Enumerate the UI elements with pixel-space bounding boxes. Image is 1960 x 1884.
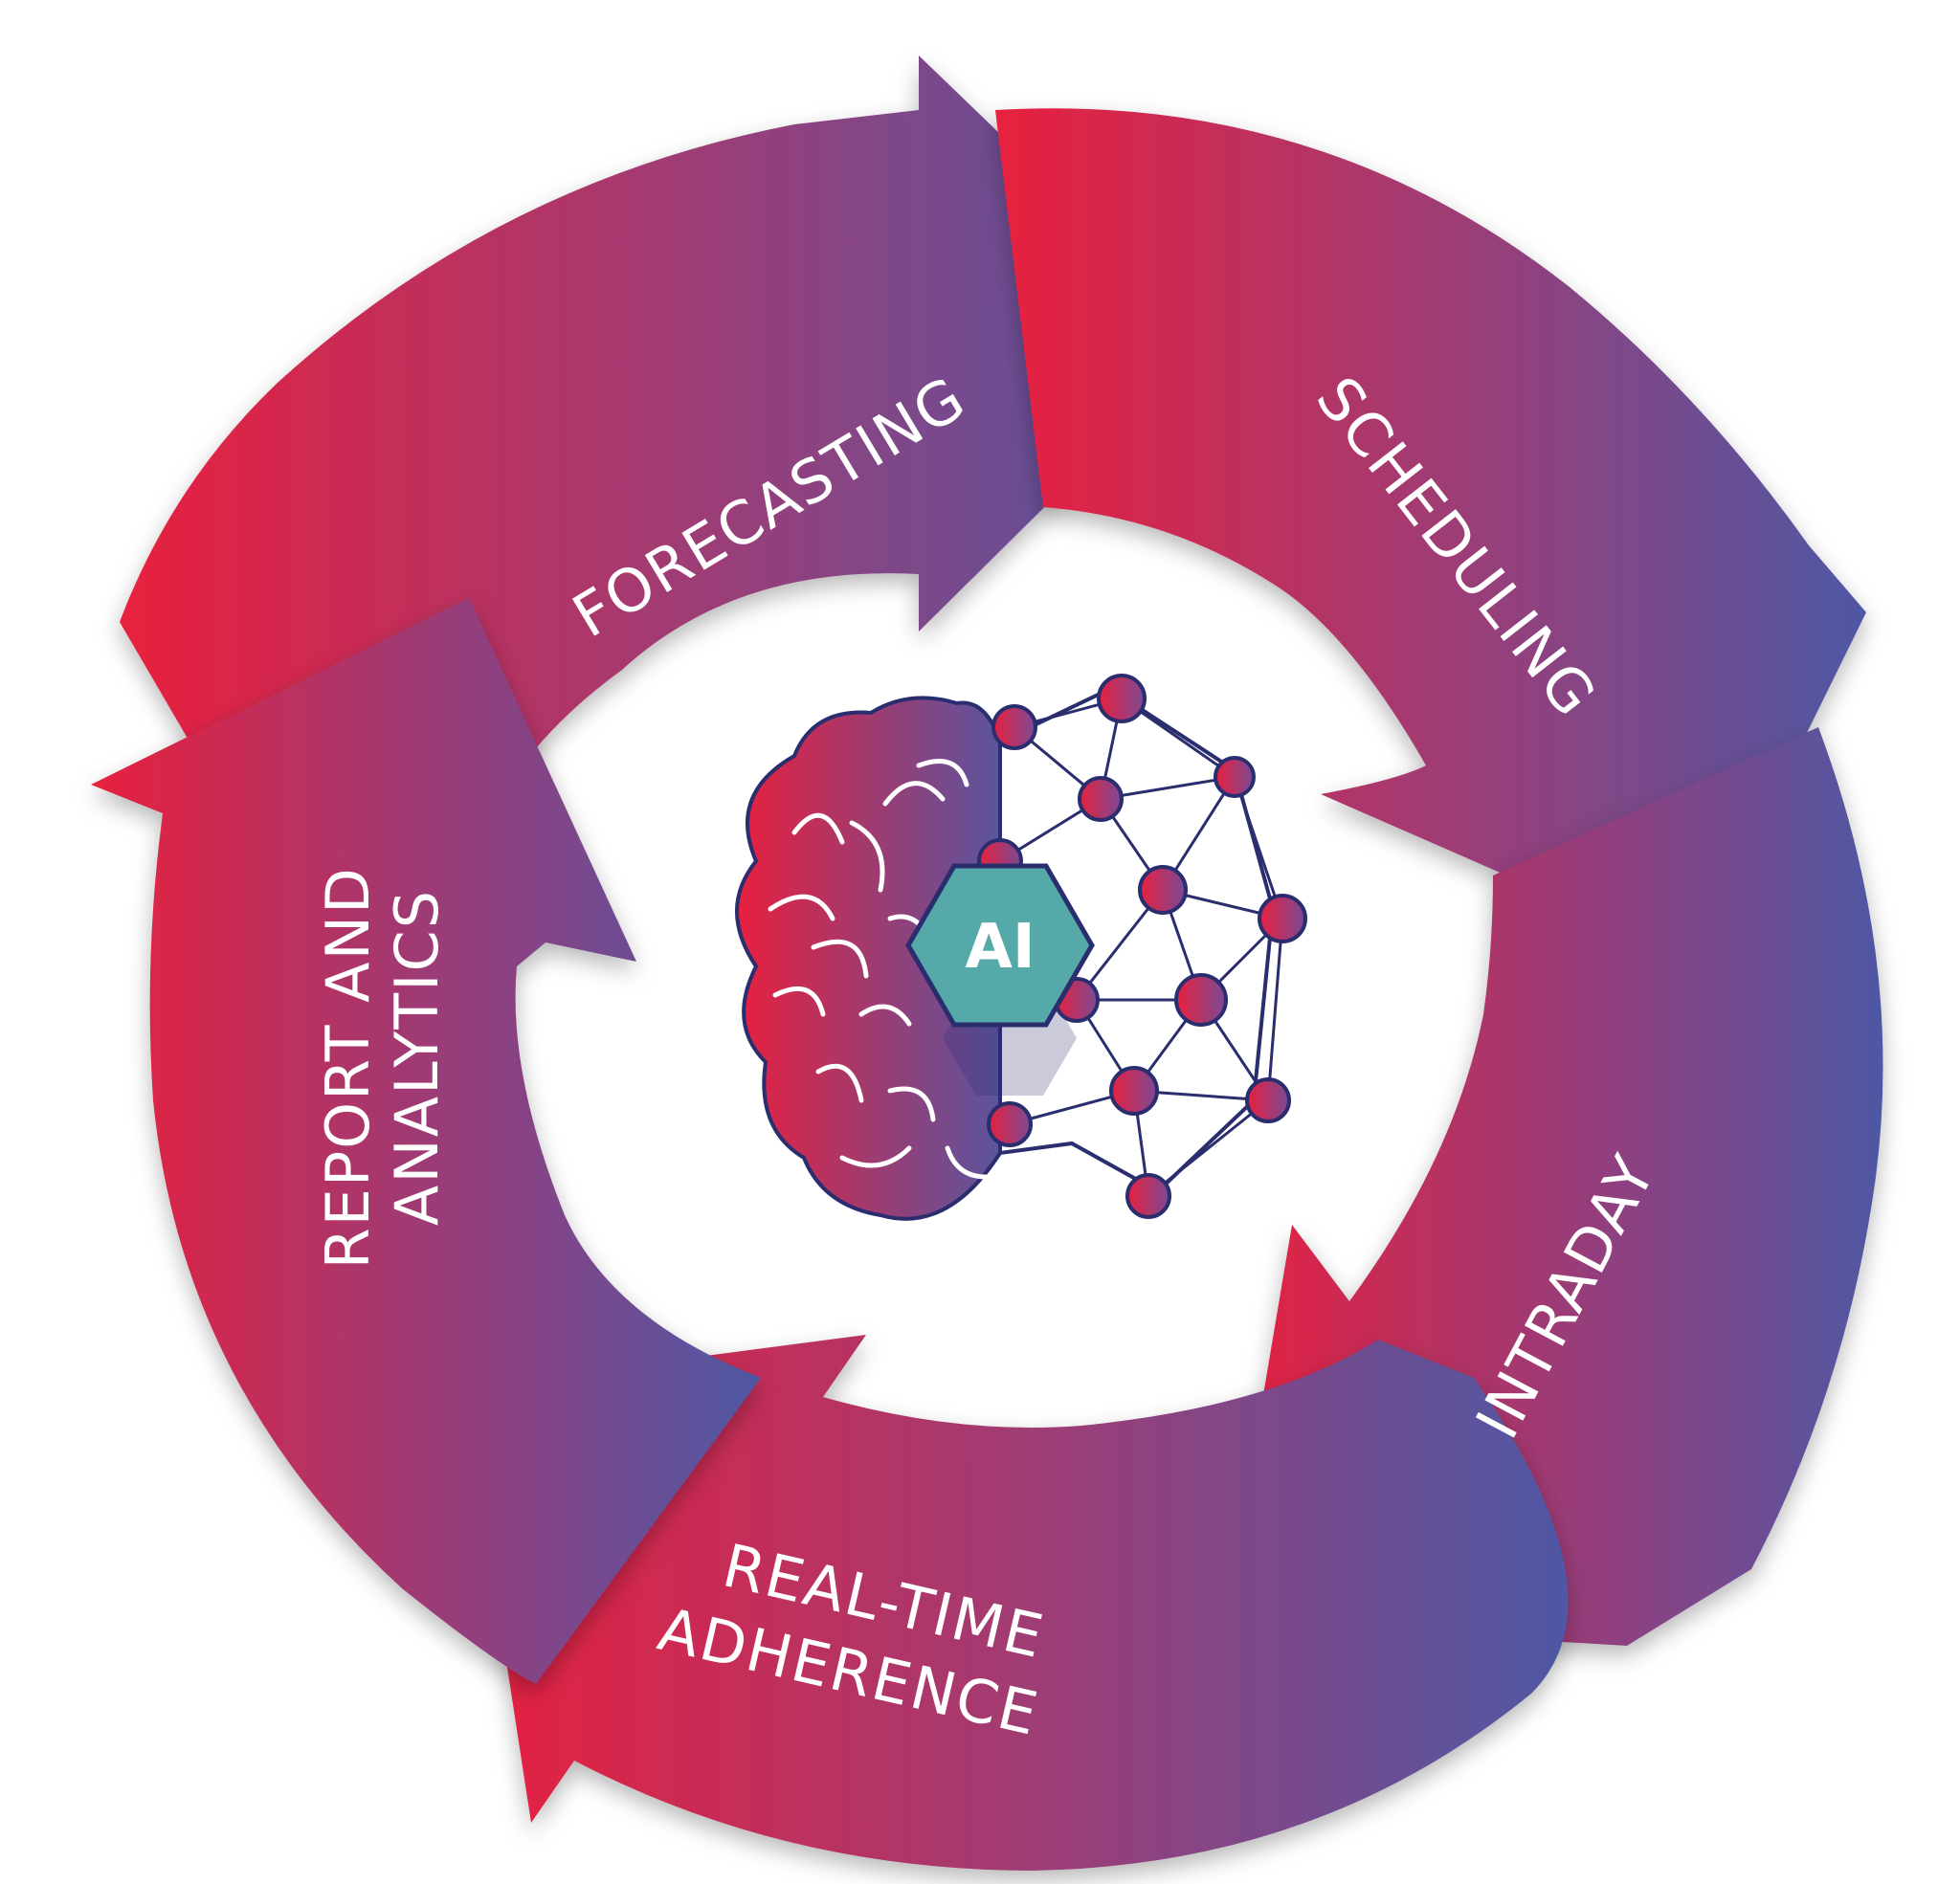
- ai-badge: [905, 863, 1095, 1028]
- brain-folds: [768, 759, 989, 1180]
- brain-network-icon: AI: [735, 674, 1307, 1221]
- report-and-analytics-arrow: [91, 598, 761, 1684]
- scheduling-arrow: [995, 108, 1866, 986]
- brain-lobe: [735, 696, 1002, 1221]
- ai-badge-text: AI: [965, 912, 1035, 983]
- report-and-analytics-label: REPORT AND ANALYTICS: [313, 846, 452, 1270]
- real-time-adherence-arrow: [464, 1335, 1569, 1871]
